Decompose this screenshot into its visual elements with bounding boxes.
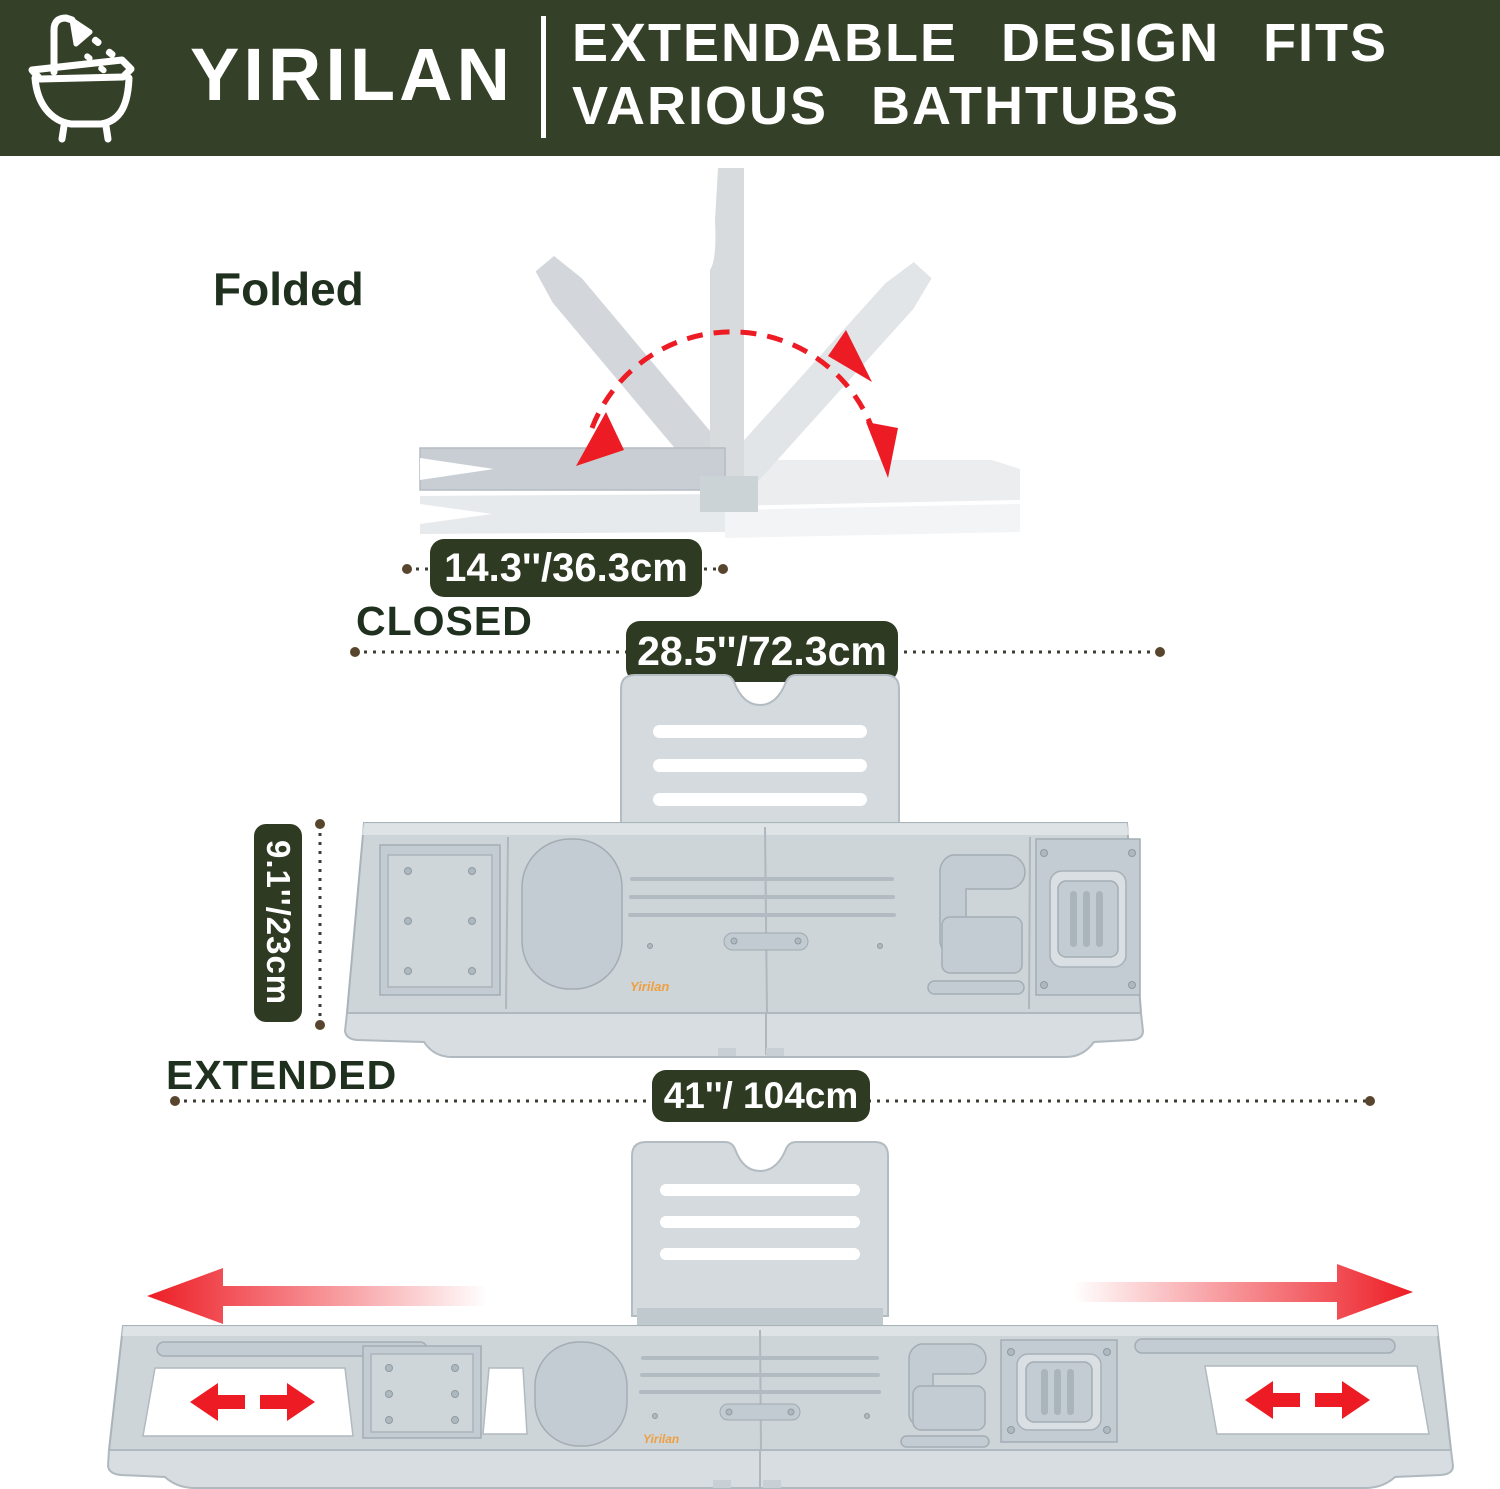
extend-direction-arrows [190,1381,1370,1421]
tray-brand-logo: Yirilan [630,979,669,994]
tray-front-skirt [343,1012,1145,1058]
oval-recess [521,838,623,990]
header-divider [541,16,546,138]
page-title: EXTENDABLE DESIGN FITS VARIOUS BATHTUBS [572,12,1388,138]
closed-dimension-line [350,647,1165,657]
folded-label: Folded [213,263,364,315]
ghost-arm-right-lower [725,504,1020,538]
extended-tray-illustration: Yirilan [106,1141,1455,1489]
razor-channel [927,980,1025,995]
ghost-arm-right [725,460,1020,506]
arm-diagonal-left [535,255,743,495]
right-rail-groove [1134,1338,1396,1354]
brand-logo-text: YIRILAN [190,33,514,116]
left-accessory-panel [362,1345,482,1439]
closed-width-badge: 28.5''/72.3cm [626,621,898,682]
soap-dish [1035,838,1141,996]
rotation-arc-arrow [576,329,898,478]
extended-label: EXTENDED [166,1052,398,1098]
left-accessory-panel [379,844,501,996]
stand-vent-slot [653,725,867,738]
carry-handle [723,932,809,951]
stand-vent-slot [653,793,867,806]
oval-recess [534,1341,628,1447]
soap-dish [1000,1339,1118,1443]
center-panel: Yirilan [628,877,896,994]
fold-seam [764,826,768,1014]
phone-recess [941,916,1023,974]
left-extension-opening [142,1367,354,1437]
tray-brand-logo: Yirilan [643,1432,679,1446]
folded-width-badge: 14.3''/36.3cm [430,539,702,597]
inner-opening [482,1367,528,1435]
bathtub-shower-icon [28,14,135,143]
fold-motion-diagram [419,168,1020,538]
extended-dimension-line [170,1096,1375,1106]
closed-height-badge: 9.1''/23cm [254,824,302,1022]
extended-width-badge: 41''/ 104cm [652,1070,870,1122]
fold-hinge [700,476,758,512]
book-stand [631,1141,889,1317]
carry-handle [719,1403,801,1421]
arm-vertical [710,168,744,485]
page-title-line1: EXTENDABLE DESIGN FITS [572,13,1389,73]
ghost-arm-left-lower [420,494,725,534]
slide-direction-arrow-left [147,1268,487,1324]
center-panel: Yirilan [639,1356,881,1446]
razor-channel [900,1435,990,1448]
tray-front-skirt [106,1449,1455,1489]
closed-label: CLOSED [356,598,533,644]
phone-recess [912,1385,986,1431]
arm-diagonal-right [717,262,932,495]
closed-tray-illustration: Yirilan [343,674,1145,1058]
header-banner: YIRILAN EXTENDABLE DESIGN FITS VARIOUS B… [0,0,1500,156]
closed-height-dimension-line [315,819,325,1030]
slide-direction-arrow-right [1073,1264,1413,1320]
stand-vent-slot [653,759,867,772]
page-title-line2: VARIOUS BATHTUBS [572,76,1180,136]
